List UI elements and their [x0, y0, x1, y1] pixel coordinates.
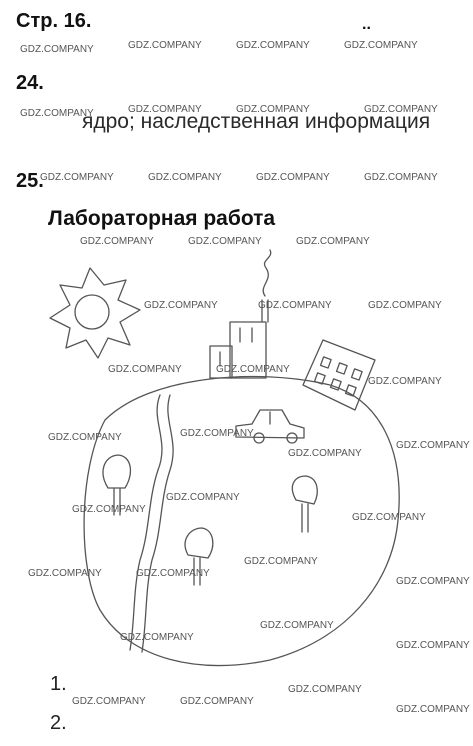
- building-icon: [302, 339, 376, 411]
- river: [129, 394, 163, 651]
- watermark: GDZ.COMPANY: [288, 448, 362, 459]
- list-item-1: 1.: [50, 673, 67, 695]
- watermark: GDZ.COMPANY: [244, 556, 318, 567]
- tree-icon-2: [291, 475, 318, 533]
- watermark: GDZ.COMPANY: [180, 428, 254, 439]
- task-24-answer: ядро; наследственная информация: [82, 110, 431, 133]
- page-label: Стр. 16.: [16, 10, 92, 32]
- watermark: GDZ.COMPANY: [396, 576, 470, 587]
- watermark: GDZ.COMPANY: [364, 172, 438, 183]
- watermark: GDZ.COMPANY: [344, 40, 418, 51]
- tree-icon-3: [184, 527, 214, 586]
- watermark: GDZ.COMPANY: [396, 440, 470, 451]
- planet-outline: [83, 375, 400, 667]
- watermark: GDZ.COMPANY: [396, 640, 470, 651]
- watermark: GDZ.COMPANY: [28, 568, 102, 579]
- watermark: GDZ.COMPANY: [368, 376, 442, 387]
- watermark: GDZ.COMPANY: [188, 236, 262, 247]
- watermark: GDZ.COMPANY: [20, 44, 94, 55]
- watermark: GDZ.COMPANY: [128, 40, 202, 51]
- watermark: GDZ.COMPANY: [180, 696, 254, 707]
- watermark: GDZ.COMPANY: [368, 300, 442, 311]
- watermark: GDZ.COMPANY: [260, 620, 334, 631]
- watermark: GDZ.COMPANY: [144, 300, 218, 311]
- watermark: GDZ.COMPANY: [108, 364, 182, 375]
- lab-title: Лабораторная работа: [48, 207, 276, 230]
- tree-icon-1: [102, 454, 132, 516]
- factory-icon: [209, 249, 272, 379]
- watermark: GDZ.COMPANY: [236, 104, 310, 115]
- watermark: GDZ.COMPANY: [288, 684, 362, 695]
- watermark: GDZ.COMPANY: [396, 704, 470, 715]
- task-24-number: 24.: [16, 72, 44, 94]
- list-item-2: 2.: [50, 712, 67, 734]
- watermark: GDZ.COMPANY: [136, 568, 210, 579]
- car-icon: [235, 409, 305, 444]
- top-marks: ..: [362, 16, 371, 33]
- sun-icon: [49, 267, 141, 359]
- watermark: GDZ.COMPANY: [256, 172, 330, 183]
- watermark: GDZ.COMPANY: [120, 632, 194, 643]
- watermark: GDZ.COMPANY: [364, 104, 438, 115]
- watermark: GDZ.COMPANY: [258, 300, 332, 311]
- watermark: GDZ.COMPANY: [72, 696, 146, 707]
- watermark: GDZ.COMPANY: [352, 512, 426, 523]
- watermark: GDZ.COMPANY: [296, 236, 370, 247]
- watermark: GDZ.COMPANY: [236, 40, 310, 51]
- watermark: GDZ.COMPANY: [72, 504, 146, 515]
- task-25-number: 25.: [16, 170, 44, 192]
- watermark: GDZ.COMPANY: [216, 364, 290, 375]
- watermark: GDZ.COMPANY: [128, 104, 202, 115]
- watermark: GDZ.COMPANY: [40, 172, 114, 183]
- watermark: GDZ.COMPANY: [48, 432, 122, 443]
- watermark: GDZ.COMPANY: [148, 172, 222, 183]
- watermark: GDZ.COMPANY: [20, 108, 94, 119]
- watermark: GDZ.COMPANY: [80, 236, 154, 247]
- watermark: GDZ.COMPANY: [166, 492, 240, 503]
